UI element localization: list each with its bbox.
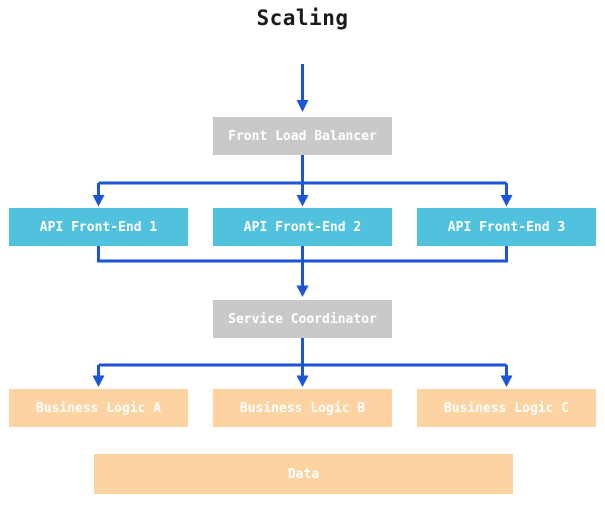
node-api-front-end-1-label: API Front-End 1 (39, 219, 158, 235)
node-api-front-end-3: API Front-End 3 (417, 208, 596, 246)
node-service-coordinator-label: Service Coordinator (228, 311, 377, 327)
node-api-front-end-2-label: API Front-End 2 (243, 219, 362, 235)
node-business-logic-b: Business Logic B (213, 389, 392, 427)
node-business-logic-c-label: Business Logic C (443, 400, 570, 416)
fork-coordinator-head-right (500, 375, 513, 387)
node-api-front-end-2: API Front-End 2 (213, 208, 392, 246)
fork-coordinator-to-logic (97, 338, 508, 377)
node-front-load-balancer-label: Front Load Balancer (228, 128, 377, 144)
fork-balancer-head-center (296, 195, 309, 207)
node-business-logic-b-label: Business Logic B (239, 400, 366, 416)
node-business-logic-a-label: Business Logic A (35, 400, 162, 416)
fork-coordinator-head-left (92, 375, 105, 387)
join-coordinator-head (296, 285, 309, 297)
fork-balancer-head-left (92, 195, 105, 207)
arrow-top-to-balancer-head (296, 100, 309, 112)
node-data: Data (94, 454, 513, 494)
fork-balancer-to-apis (97, 155, 508, 196)
node-business-logic-a: Business Logic A (9, 389, 188, 427)
node-service-coordinator: Service Coordinator (213, 300, 392, 338)
node-business-logic-c: Business Logic C (417, 389, 596, 427)
node-api-front-end-3-label: API Front-End 3 (447, 219, 566, 235)
node-data-label: Data (287, 466, 320, 482)
fork-coordinator-head-center (296, 375, 309, 387)
join-apis-to-coordinator (97, 246, 508, 286)
node-api-front-end-1: API Front-End 1 (9, 208, 188, 246)
node-front-load-balancer: Front Load Balancer (213, 117, 392, 155)
fork-balancer-head-right (500, 195, 513, 207)
diagram-title: Scaling (256, 6, 349, 30)
